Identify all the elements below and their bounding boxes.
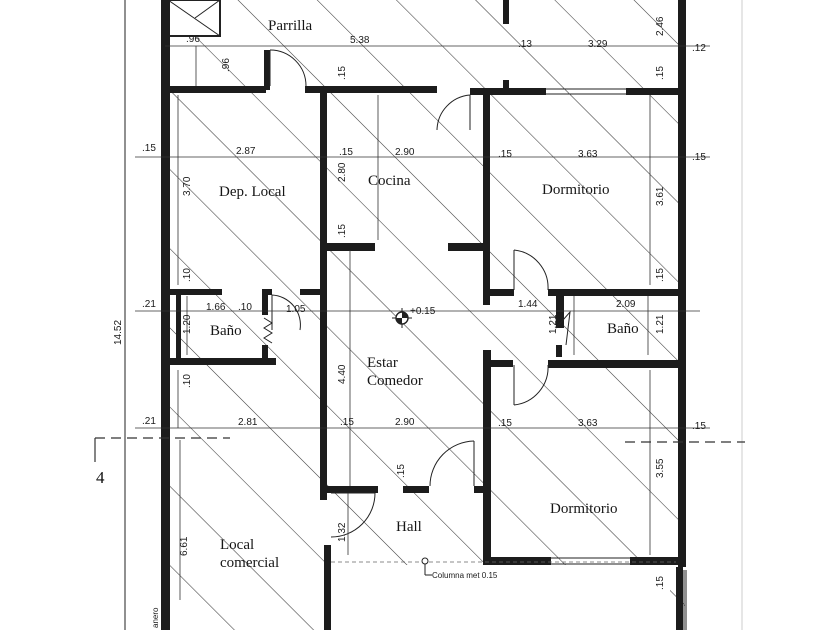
windows: [331, 88, 687, 630]
dim-text: 3.29: [588, 39, 608, 50]
dim-text-vertical: .96: [221, 58, 232, 72]
level-label: +0.15: [410, 306, 436, 317]
dim-text: .15: [498, 149, 512, 160]
dim-text: 2.90: [395, 147, 415, 158]
dim-text: .15: [498, 418, 512, 429]
room-label-dormitorio-1: Dormitorio: [542, 182, 610, 198]
dim-text: 3.63: [578, 149, 598, 160]
dimension-lines: [94, 45, 745, 600]
dim-text-vertical: .15: [337, 224, 348, 238]
dim-text-vertical: 2.80: [337, 162, 348, 182]
dim-text-vertical: 14.52: [113, 320, 124, 345]
room-label-parrilla: Parrilla: [268, 18, 312, 34]
dim-text-vertical: .15: [655, 268, 666, 282]
dim-text-vertical: 6.61: [179, 536, 190, 556]
dim-text: .13: [518, 39, 532, 50]
room-label-estar: Estar: [367, 355, 398, 371]
section-mark: 4: [96, 468, 105, 487]
dim-text: .10: [238, 302, 252, 313]
dim-text: 2.09: [616, 299, 636, 310]
column-marker: [421, 557, 432, 576]
dim-text: .15: [692, 421, 706, 432]
dim-text-vertical: .15: [655, 66, 666, 80]
dim-text: 1.66: [206, 302, 226, 313]
dim-text: 2.87: [236, 146, 256, 157]
room-label-dormitorio-2: Dormitorio: [550, 501, 618, 517]
dim-text-vertical: 3.55: [655, 458, 666, 478]
column-label: Columna met 0.15: [432, 571, 498, 580]
dim-text: .15: [142, 143, 156, 154]
dim-text: .15: [692, 152, 706, 163]
room-label-bano-1: Baño: [210, 323, 242, 339]
dim-text-vertical: .15: [396, 464, 407, 478]
grill-symbol: [167, 0, 221, 37]
dim-text: 2.81: [238, 417, 258, 428]
dim-text-vertical: 1.21: [655, 314, 666, 334]
dim-text: .15: [340, 417, 354, 428]
dim-text-vertical: .15: [337, 66, 348, 80]
room-label-comedor: Comedor: [367, 373, 423, 389]
dim-text: 3.63: [578, 418, 598, 429]
dim-text-vertical: .10: [182, 268, 193, 282]
room-label-comercial: comercial: [220, 555, 279, 571]
dim-text: 2.90: [395, 417, 415, 428]
dim-text-vertical: 2.46: [655, 16, 666, 36]
dim-text-vertical: 1.21: [548, 314, 559, 334]
dim-text: .96: [186, 34, 200, 45]
dim-text-vertical: 1.20: [182, 314, 193, 334]
doors: [263, 49, 571, 538]
dim-text: .21: [142, 416, 156, 427]
dim-text-vertical: .15: [655, 576, 666, 590]
room-label-bano-2: Baño: [607, 321, 639, 337]
dim-text-vertical: .10: [182, 374, 193, 388]
room-label-cocina: Cocina: [368, 173, 411, 189]
dim-text: .21: [142, 299, 156, 310]
room-label-local: Local: [220, 537, 254, 553]
walls: [161, 0, 686, 630]
dim-text: 1.05: [286, 304, 306, 315]
dim-text-vertical: 3.70: [182, 176, 193, 196]
level-marker: [392, 308, 412, 328]
dim-text: .15: [339, 147, 353, 158]
dim-text-vertical: 3.61: [655, 186, 666, 206]
dim-text-vertical: 4.40: [337, 364, 348, 384]
dim-text: 5.38: [350, 35, 370, 46]
dim-text: .12: [692, 43, 706, 54]
dim-text: 1.44: [518, 299, 538, 310]
dim-text-vertical: 1.32: [337, 522, 348, 542]
room-label-dep-local: Dep. Local: [219, 184, 286, 200]
hatched-area: [165, 0, 685, 630]
edge-word: anero: [151, 607, 160, 628]
room-label-hall: Hall: [396, 519, 422, 535]
